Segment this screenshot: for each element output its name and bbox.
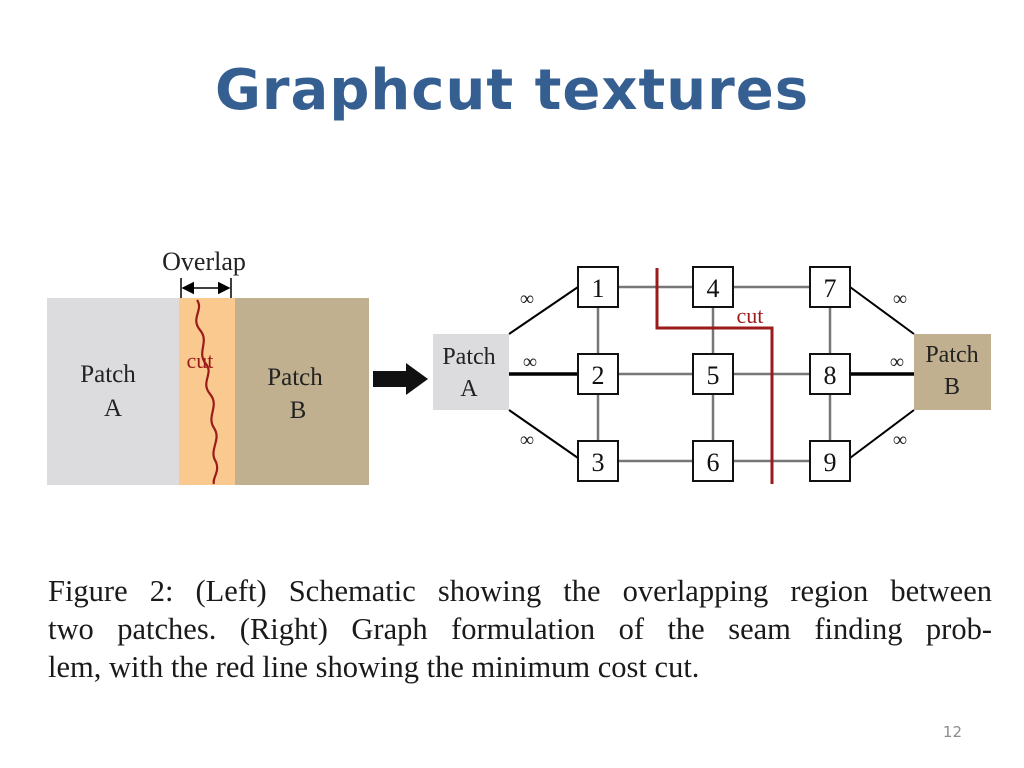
caption-line-2: two patches. (Right) Graph formulation o… [48,612,992,646]
graph-patch-b-region [914,334,991,410]
figure-caption: Figure 2: (Left) Schematic showing the o… [48,572,992,686]
graph-patch-b-label-line1: Patch [925,342,978,368]
graph-cut-label: cut [737,303,764,328]
node-3: 3 [577,440,619,482]
graph-patch-a-region [433,334,509,410]
node-5: 5 [692,353,734,395]
link-a-3 [508,409,579,459]
left-schematic: Overlap cut Patch A Patch B [47,247,369,485]
patch-b-region [235,298,369,485]
node-2: 2 [577,353,619,395]
slide-number: 12 [942,723,962,741]
svg-text:9: 9 [824,448,837,477]
infinity-a-3: ∞ [520,429,534,451]
node-8: 8 [809,353,851,395]
left-patch-b-label-line1: Patch [267,364,323,391]
infinity-b-3: ∞ [893,429,907,451]
graph-patch-a-label-line1: Patch [442,344,495,370]
infinity-b-1: ∞ [893,288,907,310]
infinity-b-2: ∞ [890,351,904,373]
node-6: 6 [692,440,734,482]
svg-text:6: 6 [707,448,720,477]
caption-line-1: Figure 2: (Left) Schematic showing the o… [48,574,992,608]
patch-a-region [47,298,179,485]
graph-patch-b-label-line2: B [944,374,960,400]
svg-text:4: 4 [707,274,720,303]
svg-text:1: 1 [592,274,605,303]
svg-text:8: 8 [824,361,837,390]
left-patch-a-label-line1: Patch [80,361,136,388]
right-graph: Patch A Patch B ∞ ∞ ∞ ∞ [433,266,991,484]
infinity-a-1: ∞ [520,288,534,310]
seam-cut-line [195,299,219,485]
graphcut-figure: Overlap cut Patch A Patch B Patch A Patc… [47,247,991,485]
node-7: 7 [809,266,851,308]
link-7-b [849,286,915,335]
left-cut-label: cut [187,348,214,373]
link-a-1 [508,286,579,335]
graph-patch-a-label-line2: A [460,376,478,402]
link-9-b [849,409,915,459]
left-patch-b-label-line2: B [290,397,307,424]
node-4: 4 [692,266,734,308]
node-1: 1 [577,266,619,308]
minimum-cost-cut [655,268,774,484]
infinity-a-2: ∞ [523,351,537,373]
caption-line-3: lem, with the red line showing the minim… [48,650,700,684]
svg-text:2: 2 [592,361,605,390]
svg-text:5: 5 [707,361,720,390]
left-patch-a-label-line2: A [104,395,122,422]
node-9: 9 [809,440,851,482]
slide-title: Graphcut textures [214,58,810,123]
svg-text:3: 3 [592,448,605,477]
overlap-label: Overlap [162,247,246,276]
transform-arrow [373,363,428,395]
svg-text:7: 7 [824,274,837,303]
